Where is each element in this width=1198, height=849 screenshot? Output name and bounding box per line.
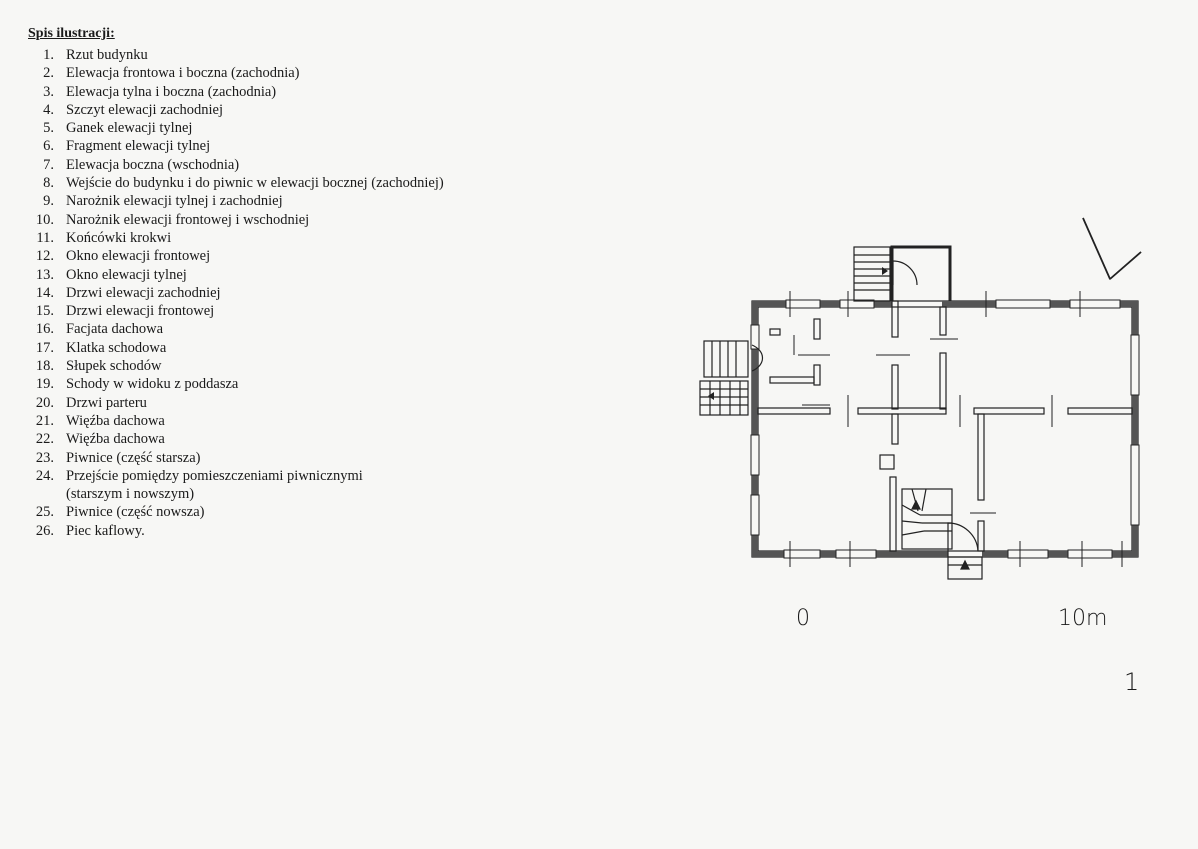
- item-text: Elewacja boczna (wschodnia): [66, 156, 240, 173]
- item-number: 22.: [35, 431, 54, 448]
- item-text: Drzwi elewacji frontowej: [66, 303, 215, 320]
- figure-number: 1: [1124, 668, 1140, 696]
- item-number: 14.: [35, 284, 54, 301]
- item-number: 25.: [35, 504, 54, 521]
- list-item: 9. Narożnik elewacji tylnej i zachodniej: [28, 192, 548, 210]
- item-text: Wejście do budynku i do piwnic w elewacj…: [66, 175, 444, 192]
- list-item: 17. Klatka schodowa: [28, 339, 548, 357]
- item-text: Szczyt elewacji zachodniej: [66, 101, 224, 118]
- item-number: 23.: [35, 449, 54, 466]
- item-number: 13.: [35, 266, 54, 283]
- stair-arrows: [708, 267, 888, 400]
- item-text: Narożnik elewacji frontowej i wschodniej: [66, 211, 310, 228]
- item-number: 2.: [43, 65, 54, 82]
- item-number: 24.: [35, 467, 54, 484]
- item-number: 12.: [35, 248, 54, 265]
- list-item: 11. Końcówki krokwi: [28, 229, 548, 247]
- item-number: 1.: [43, 47, 54, 63]
- list-item: 4. Szczyt elewacji zachodniej: [28, 101, 548, 119]
- north-arrow-icon: [1082, 217, 1142, 280]
- list-item: 21. Więźba dachowa: [28, 412, 548, 430]
- item-text: Elewacja frontowa i boczna (zachodnia): [66, 65, 300, 82]
- item-text: Ganek elewacji tylnej: [66, 120, 193, 137]
- item-text: Więźba dachowa: [66, 431, 165, 448]
- list-item: 7. Elewacja boczna (wschodnia): [28, 156, 548, 174]
- list-item: 5. Ganek elewacji tylnej: [28, 119, 548, 137]
- item-text: Klatka schodowa: [66, 339, 167, 356]
- item-text: Przejście pomiędzy pomieszczeniami piwni…: [66, 467, 363, 484]
- inner-staircase: [879, 454, 953, 550]
- item-text: Piwnice (część starsza): [66, 449, 201, 466]
- list-item: 15. Drzwi elewacji frontowej: [28, 302, 548, 320]
- item-text: Okno elewacji frontowej: [66, 248, 211, 265]
- item-number: 5.: [43, 120, 54, 137]
- item-text: Drzwi elewacji zachodniej: [66, 284, 221, 301]
- list-item: 2. Elewacja frontowa i boczna (zachodnia): [28, 64, 548, 82]
- list-item: 23. Piwnice (część starsza): [28, 449, 548, 467]
- item-text: Piwnice (część nowsza): [66, 504, 205, 521]
- item-text: Facjata dachowa: [66, 321, 164, 338]
- list-item: 8. Wejście do budynku i do piwnic w elewa…: [28, 174, 548, 192]
- west-entrance-stairs: [699, 340, 764, 416]
- list-item: 13. Okno elewacji tylnej: [28, 266, 548, 284]
- scale-start-label: 0: [796, 606, 810, 631]
- item-text: Końcówki krokwi: [66, 229, 172, 246]
- door-marks: [793, 335, 1053, 514]
- list-item: 12. Okno elewacji frontowej: [28, 247, 548, 265]
- list-item: 1. Rzut budynku: [28, 46, 548, 64]
- item-number: 10.: [35, 211, 54, 228]
- list-item: 24. Przejście pomiędzy pomieszczeniami pi…: [28, 467, 548, 485]
- item-number: 20.: [35, 394, 54, 411]
- item-number: 9.: [43, 193, 54, 210]
- item-number: 16.: [35, 321, 54, 338]
- item-text: Rzut budynku: [66, 47, 148, 63]
- item-number: 7.: [43, 156, 54, 173]
- list-item: 18. Słupek schodów: [28, 357, 548, 375]
- list-item: 22. Więźba dachowa: [28, 430, 548, 448]
- item-number: 6.: [43, 138, 54, 155]
- list-item: 26. Piec kaflowy.: [28, 522, 548, 540]
- item-number: 3.: [43, 83, 54, 100]
- list-heading: Spis ilustracji:: [28, 26, 115, 41]
- item-number: 11.: [36, 229, 54, 246]
- item-text: Drzwi parteru: [66, 394, 147, 411]
- front-door: [947, 522, 983, 580]
- item-text: Więźba dachowa: [66, 412, 165, 429]
- item-number: 21.: [35, 412, 54, 429]
- list-item: 16. Facjata dachowa: [28, 320, 548, 338]
- list-item: 10. Narożnik elewacji frontowej i wschodn…: [28, 211, 548, 229]
- item-text: Słupek schodów: [66, 358, 162, 375]
- item-text: Piec kaflowy.: [66, 522, 145, 539]
- item-text: Elewacja tylna i boczna (zachodnia): [66, 83, 277, 100]
- item-number: 26.: [35, 522, 54, 539]
- list-item: 19. Schody w widoku z poddasza: [28, 375, 548, 393]
- floor-plan-drawing: [699, 217, 1142, 580]
- window-marks: [750, 299, 1140, 559]
- item-text-continuation: (starszym i nowszym): [66, 486, 195, 503]
- list-item: 25. Piwnice (część nowsza): [28, 503, 548, 521]
- scale-end-label: 10m: [1058, 606, 1108, 631]
- item-text: Okno elewacji tylnej: [66, 266, 187, 283]
- list-item: 6. Fragment elewacji tylnej: [28, 137, 548, 155]
- interior-walls: [757, 300, 1133, 552]
- item-text: Schody w widoku z poddasza: [66, 376, 239, 393]
- item-number: 4.: [43, 101, 54, 118]
- illustration-list: 1. Rzut budynku 2. Elewacja frontowa i bocz…: [28, 46, 548, 540]
- list-item: 14. Drzwi elewacji zachodniej: [28, 284, 548, 302]
- item-number: 15.: [35, 303, 54, 320]
- list-item: 3. Elewacja tylna i boczna (zachodnia): [28, 83, 548, 101]
- item-text: Fragment elewacji tylnej: [66, 138, 211, 155]
- item-text: Narożnik elewacji tylnej i zachodniej: [66, 193, 283, 210]
- item-number: 8.: [43, 175, 54, 192]
- rear-porch: [853, 245, 952, 302]
- list-item: 20. Drzwi parteru: [28, 394, 548, 412]
- item-number: 17.: [35, 339, 54, 356]
- item-number: 18.: [35, 358, 54, 375]
- item-number: 19.: [35, 376, 54, 393]
- window-ticks: [789, 291, 1123, 567]
